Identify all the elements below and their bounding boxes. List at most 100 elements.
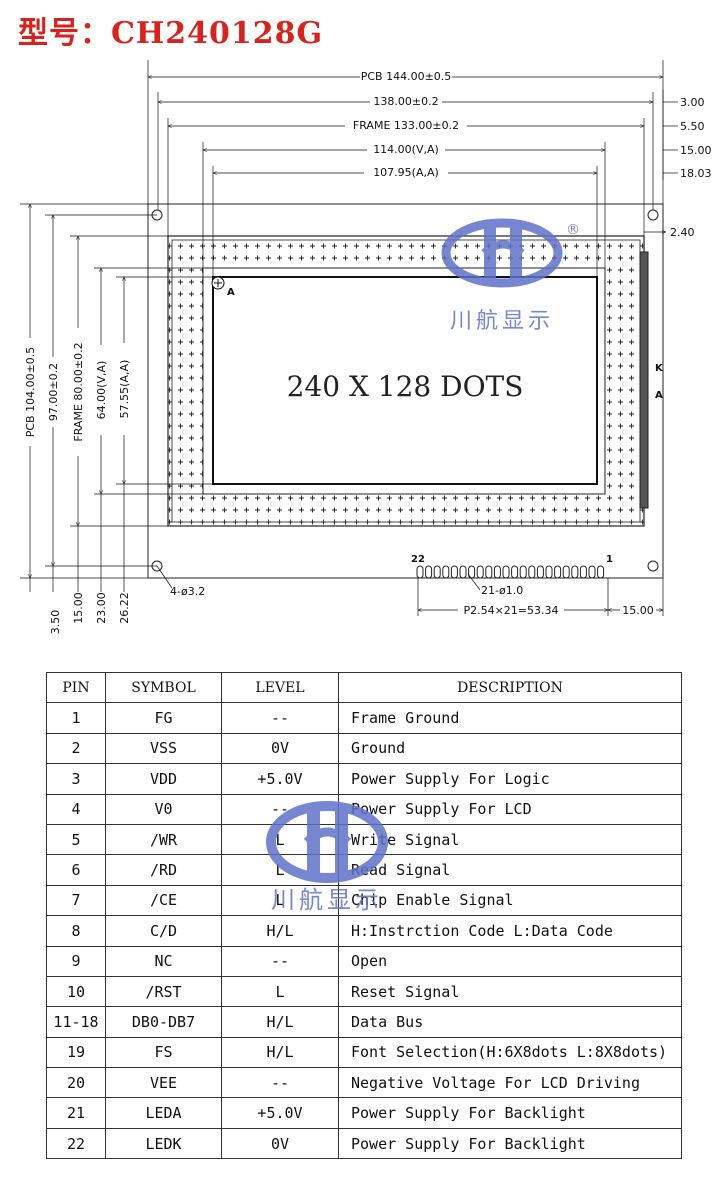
dim-frame-height: FRAME 80.00±0.2 [72,342,85,441]
dim-frame-width: FRAME 133.00±0.2 [353,119,459,132]
active-area [212,276,598,485]
connector-pin [562,565,570,579]
cell-symbol: LEDK [105,1127,222,1160]
connector-pin [571,565,579,579]
dim-bottom-2: 15.00 [72,592,85,624]
cell-symbol: /WR [105,823,222,856]
dim-hole-span-x: 138.00±0.2 [373,95,438,108]
cell-level: 0V [221,732,339,765]
connector-pin [597,565,605,579]
cell-pin: 22 [46,1127,106,1160]
cell-symbol: FS [105,1036,222,1069]
corner-label: A [227,287,235,298]
dim-bottom-4: 26.22 [118,592,131,624]
dim-view-width: 114.00(V,A) [373,143,439,156]
cell-description: H:Instrction Code L:Data Code [338,915,682,947]
connector-pin [450,565,458,579]
cell-description: Open [338,945,682,977]
dim-right-2: 5.50 [680,120,705,133]
cell-symbol: VEE [105,1067,222,1099]
connector-pin [468,565,476,579]
dim-right-5: 2.40 [670,226,695,239]
connector-pin [502,565,510,579]
cell-pin: 19 [46,1036,106,1069]
cell-pin: 11-18 [46,1006,106,1038]
header-level: LEVEL [221,671,339,704]
cell-symbol: DB0-DB7 [105,1006,222,1038]
connector-pin [485,565,493,579]
cell-level: L [221,854,339,886]
top-dimensions: PCB 144.00±0.5 138.00±0.2 FRAME 133.00±0… [148,60,663,277]
pin-pitch-label: P2.54×21=53.34 [463,604,558,617]
header-description: DESCRIPTION [338,671,682,704]
cell-pin: 4 [46,793,106,825]
cell-symbol: C/D [105,915,222,947]
cell-level: -- [221,702,339,734]
connector-pin [554,565,562,579]
cell-level: 0V [221,1127,339,1160]
cell-symbol: VSS [105,732,222,765]
header-pin: PIN [46,671,106,704]
dim-right-4: 18.03 [680,167,712,180]
connector-pin [536,565,544,579]
cell-description: Ground [338,732,682,765]
cell-pin: 8 [46,915,106,947]
watermark-registered-top: ® [566,222,580,238]
dim-right-3: 15.00 [680,144,712,157]
cell-description: Write Signal [338,823,682,856]
connector-pin [442,565,450,579]
cell-symbol: NC [105,945,222,977]
cell-symbol: LEDA [105,1097,222,1129]
cell-symbol: V0 [105,793,222,825]
cell-symbol: /RST [105,975,222,1008]
mechanical-drawing: K A A 240 X 128 DOTS PCB 144.00±0.5 138.… [20,60,712,634]
dim-pcb-width: PCB 144.00±0.5 [361,70,452,83]
right-dimensions: 3.00 5.50 15.00 18.03 2.40 [644,90,712,239]
backlight-tab [639,251,649,509]
connector-pin [579,565,587,579]
connector-pin [528,565,536,579]
cell-pin: 9 [46,945,106,977]
dim-active-width: 107.95(A,A) [373,166,439,179]
cell-pin: 5 [46,823,106,856]
cell-level: -- [221,1067,339,1099]
cell-level: L [221,823,339,856]
cell-level: +5.0V [221,763,339,795]
dim-hole-span-y: 97.00±0.2 [47,363,60,421]
connector-pin [459,565,467,579]
connector-pin [511,565,519,579]
dim-bottom-3: 23.00 [95,592,108,624]
cell-description: Reset Signal [338,975,682,1008]
cell-level: L [221,975,339,1008]
pin-offset-label: 15.00 [622,604,654,617]
dim-active-height: 57.55(A,A) [118,360,131,419]
cell-description: Power Supply For LCD [338,793,682,825]
connector-pin [519,565,527,579]
dim-view-height: 64.00(V,A) [95,361,108,420]
cell-pin: 7 [46,884,106,917]
cell-symbol: FG [105,702,222,734]
watermark-text-top: 川航显示 [450,309,554,334]
cell-description: Chip Enable Signal [338,884,682,917]
connector-pin [493,565,501,579]
pcb-outline [147,203,664,579]
connector-pins [416,565,605,579]
cell-level: H/L [221,1006,339,1038]
cell-pin: 1 [46,702,106,734]
cell-pin: 20 [46,1067,106,1099]
pin-table-header: PIN SYMBOL LEVEL DESCRIPTION [46,671,682,704]
backlight-a-label: A [655,390,663,401]
connector-pin [545,565,553,579]
connector-pin [433,565,441,579]
